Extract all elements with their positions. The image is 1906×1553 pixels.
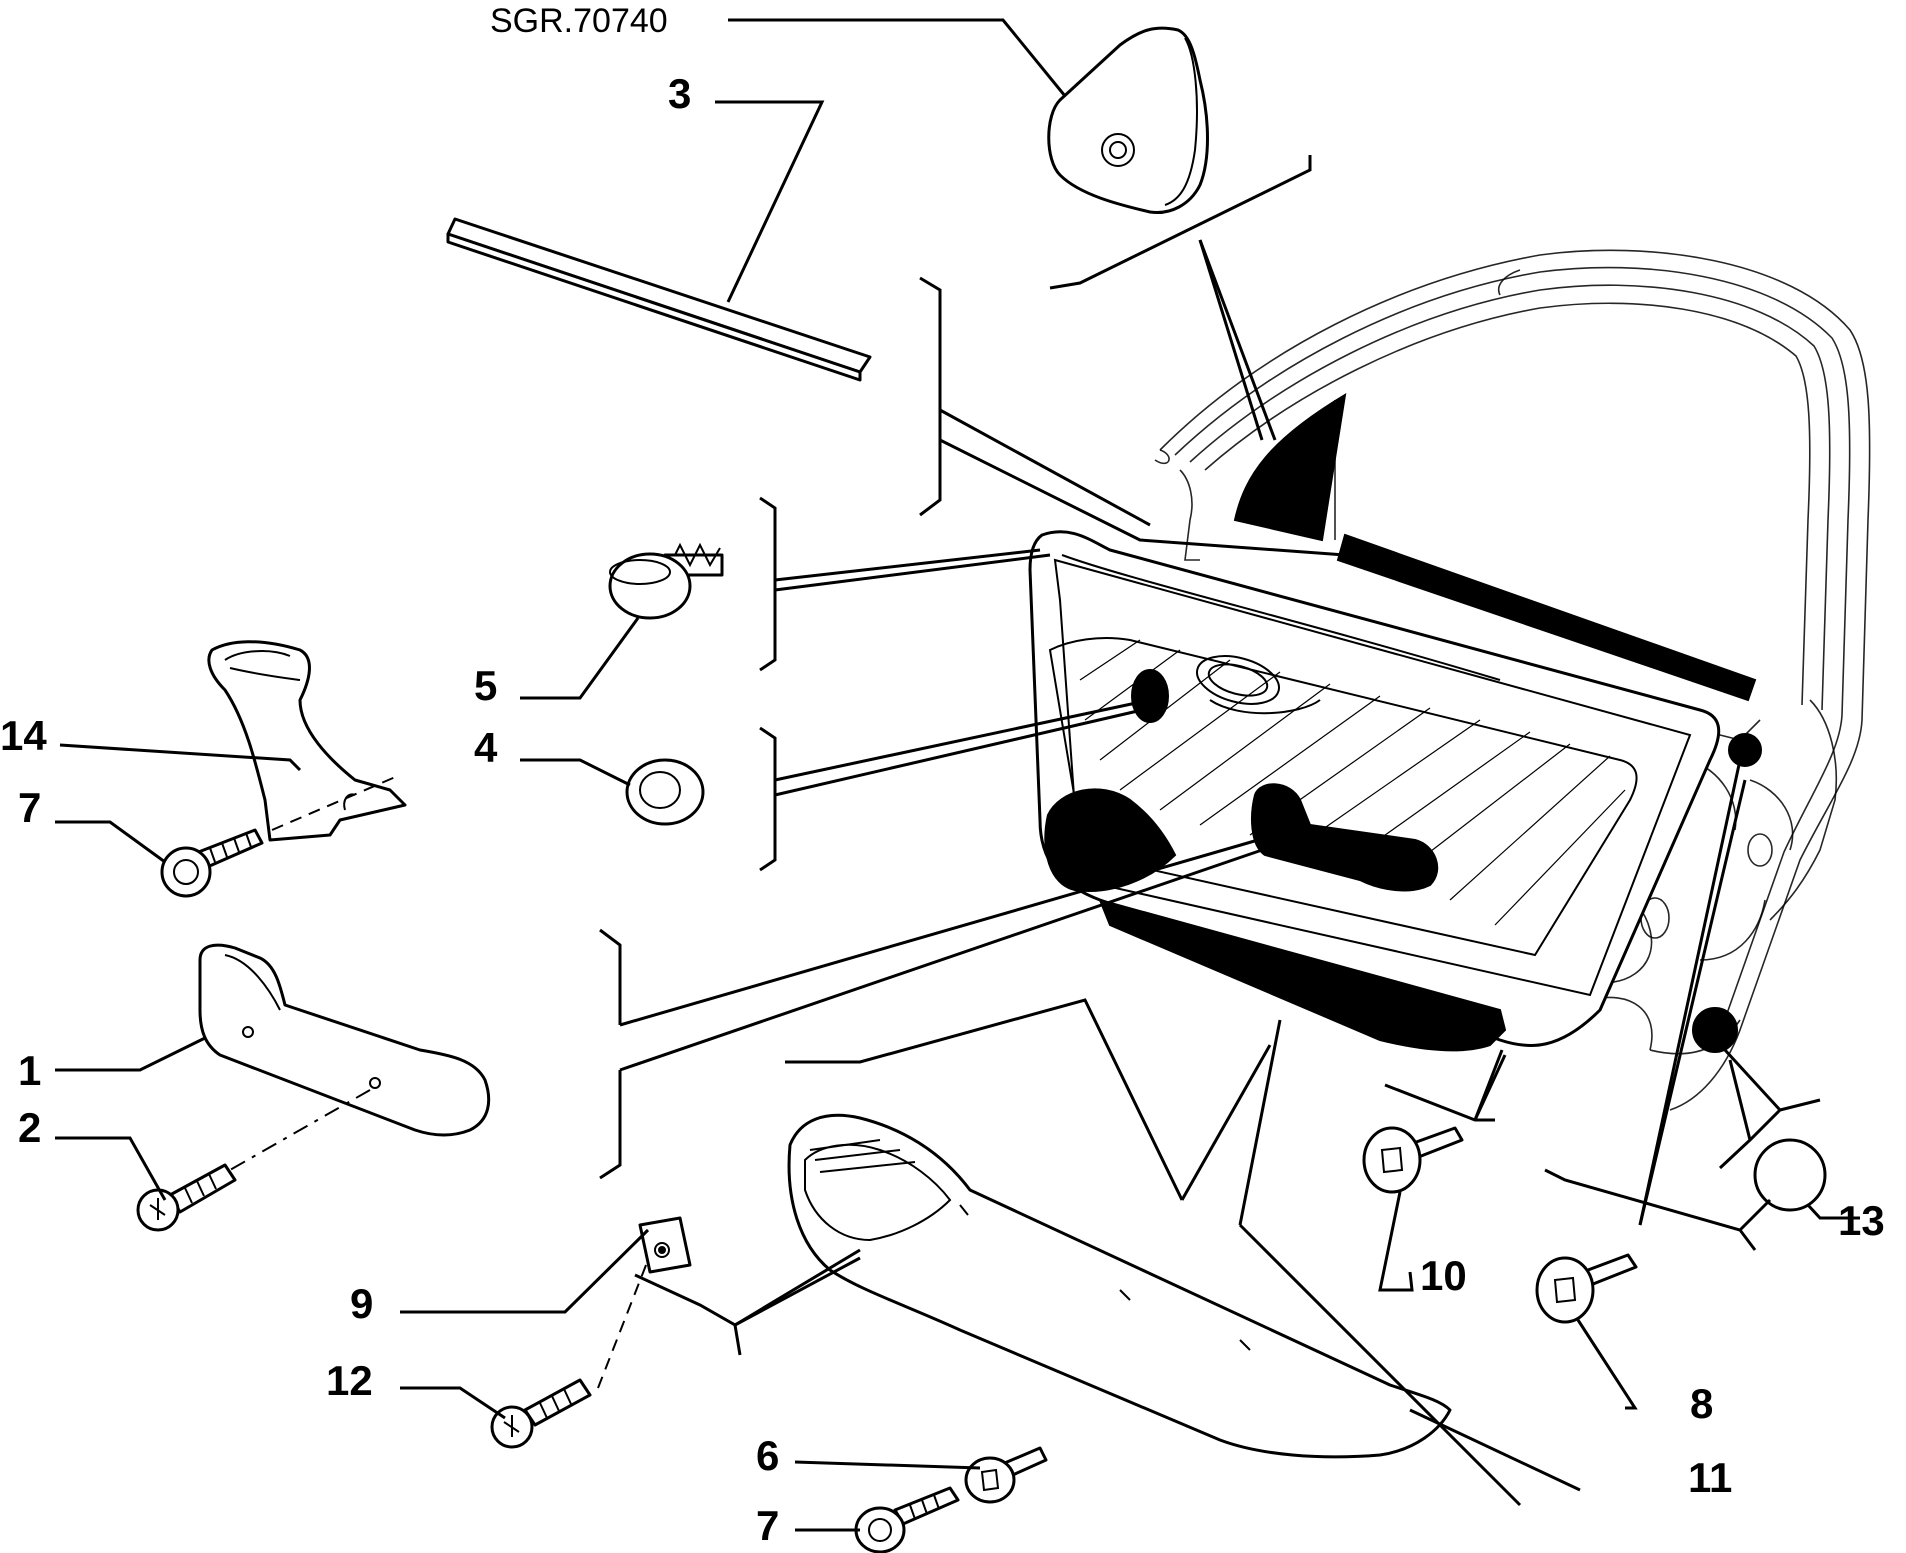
callout-5: 5	[474, 662, 497, 709]
reference-code: SGR.70740	[490, 2, 668, 40]
door-handle-recess	[1251, 783, 1439, 892]
part-plug-disc	[1753, 1138, 1827, 1212]
part-clip-nut	[638, 1216, 692, 1274]
part-screw-12	[490, 1259, 649, 1449]
door-window-seal-strip	[1336, 533, 1757, 702]
part-clip-8	[1535, 1253, 1638, 1324]
door-pocket-strip	[1098, 898, 1507, 1052]
part-push-fastener	[608, 542, 724, 620]
callout-12: 12	[326, 1357, 373, 1404]
part-handle-bracket	[207, 640, 407, 842]
part-clip-6	[964, 1446, 1048, 1504]
callout-13: 13	[1838, 1197, 1885, 1244]
door-plug-right	[1728, 733, 1762, 767]
part-bolt-upper	[160, 774, 401, 898]
callout-6: 6	[756, 1432, 779, 1479]
callout-11: 11	[1688, 1454, 1732, 1501]
door-plug-lower	[1692, 1007, 1738, 1053]
part-mirror-cover	[1047, 26, 1209, 215]
callout-14: 14	[0, 712, 47, 759]
window-corner-trim	[1233, 393, 1347, 542]
callout-4: 4	[474, 724, 498, 771]
callout-3: 3	[668, 70, 691, 117]
door-inner-panel	[1028, 530, 1721, 1047]
callout-2: 2	[18, 1104, 41, 1151]
door-armrest-insert	[1044, 788, 1177, 892]
callout-8: 8	[1690, 1380, 1713, 1427]
part-lower-trim-panel	[787, 1113, 1452, 1459]
callout-10: 10	[1420, 1252, 1467, 1299]
part-grommet	[625, 758, 705, 826]
callout-9: 9	[350, 1280, 373, 1327]
part-bolt-lower	[854, 1486, 960, 1553]
callout-1: 1	[18, 1047, 41, 1094]
door-plug-upper	[1131, 669, 1169, 723]
part-screw	[136, 1163, 237, 1232]
callout-7-lower: 7	[756, 1502, 779, 1549]
part-seal-strip	[446, 217, 872, 382]
callout-7-upper: 7	[18, 784, 41, 831]
part-grab-handle	[198, 943, 491, 1171]
leader-lines	[55, 18, 1860, 1532]
part-clip-10	[1362, 1126, 1464, 1194]
